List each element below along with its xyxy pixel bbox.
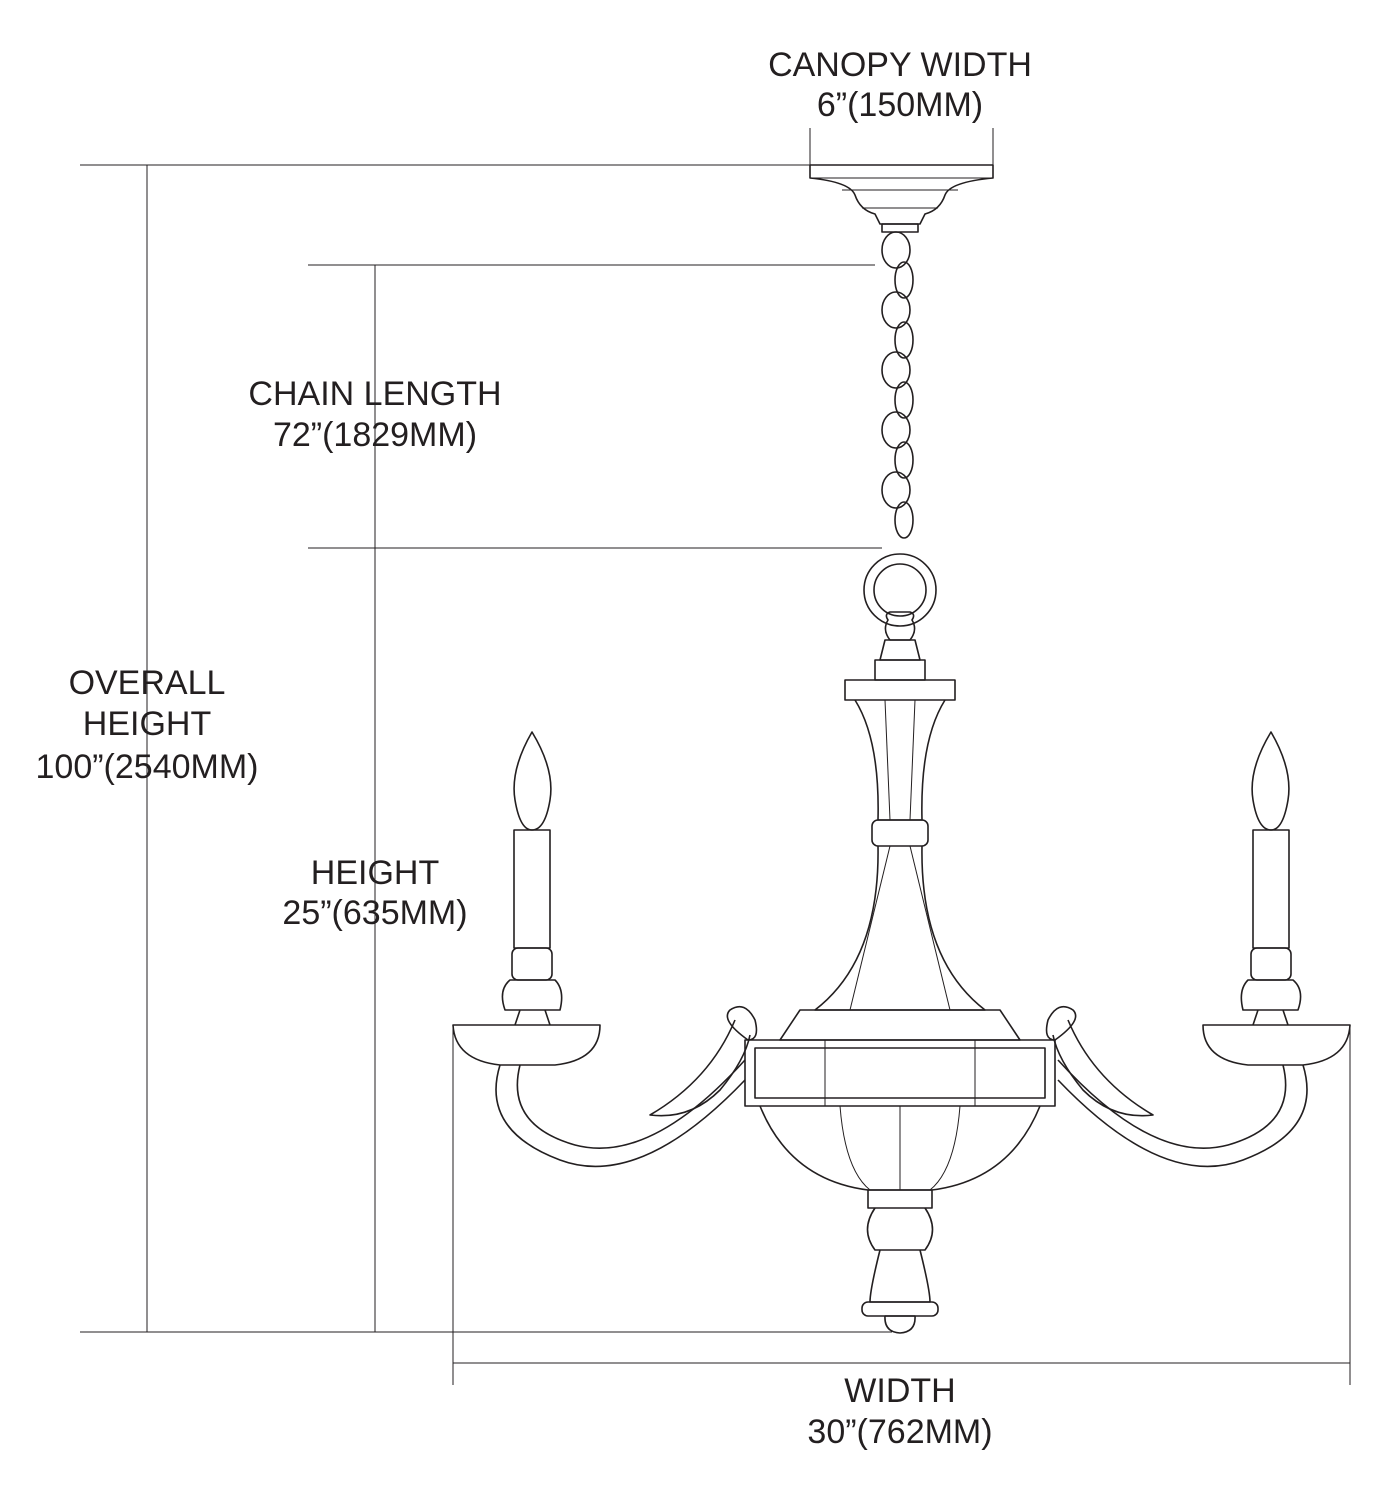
right-arm-illustration	[1045, 731, 1351, 1168]
chandelier-body-illustration	[744, 553, 1056, 1334]
canopy-width-value: 6”(150MM)	[817, 86, 983, 124]
chain-link	[881, 231, 911, 269]
chain-link	[894, 381, 914, 419]
overall-height-label-2: HEIGHT	[83, 705, 211, 743]
height-label: HEIGHT	[311, 854, 439, 892]
chain-link	[881, 411, 911, 449]
dimension-lines	[80, 128, 1351, 1385]
height-value: 25”(635MM)	[282, 894, 467, 932]
width-value: 30”(762MM)	[807, 1413, 992, 1451]
chain-length-value: 72”(1829MM)	[273, 416, 477, 454]
chain-length-label: CHAIN LENGTH	[248, 375, 501, 413]
chain-link	[894, 321, 914, 359]
overall-height-label-1: OVERALL	[69, 664, 226, 702]
chain-illustration	[881, 231, 914, 539]
canopy-width-label: CANOPY WIDTH	[768, 46, 1032, 84]
chain-link	[881, 471, 911, 509]
dimension-labels: CANOPY WIDTH 6”(150MM) CHAIN LENGTH 72”(…	[36, 46, 1032, 1451]
overall-height-value: 100”(2540MM)	[36, 748, 259, 786]
chain-link	[881, 351, 911, 389]
chain-link	[894, 501, 914, 539]
chain-link	[881, 291, 911, 329]
chain-link	[894, 261, 914, 299]
canopy-illustration	[809, 164, 994, 233]
chain-link	[894, 441, 914, 479]
width-label: WIDTH	[844, 1372, 955, 1410]
left-arm-illustration	[452, 731, 758, 1168]
